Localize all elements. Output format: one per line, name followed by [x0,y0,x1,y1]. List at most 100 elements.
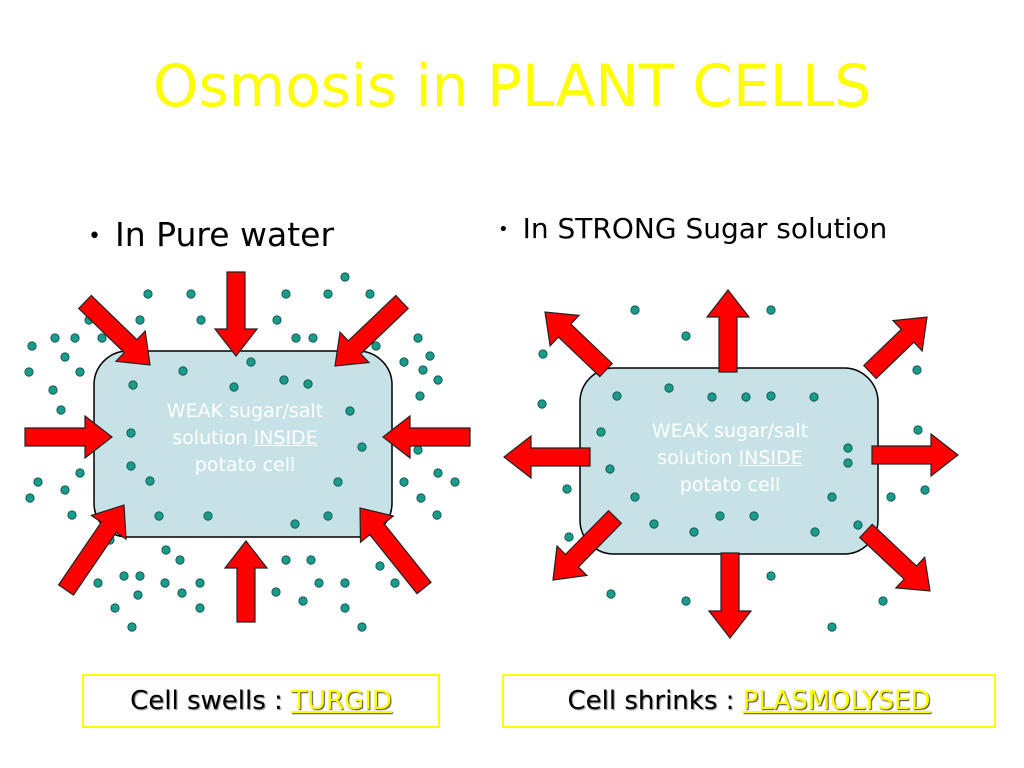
cell-label-line2: solution INSIDE [657,447,803,469]
water-molecule-icon [306,555,316,565]
water-molecule-icon [160,578,170,588]
red-block-arrow-icon [77,294,151,366]
water-molecule-icon [827,492,837,502]
water-molecule-icon [133,590,143,600]
water-molecule-icon [70,333,80,343]
water-molecule-icon [630,492,640,502]
water-molecule-icon [60,352,70,362]
water-molecule-icon [741,392,751,402]
red-block-arrow-icon [862,316,928,380]
water-molecule-icon [195,603,205,613]
red-block-arrow-icon [57,504,127,596]
water-molecule-icon [175,555,185,565]
water-molecule-icon [416,493,426,503]
water-molecule-icon [110,603,120,613]
water-molecule-icon [371,341,381,351]
red-block-arrow-icon [707,552,753,639]
water-molecule-icon [126,428,136,438]
water-molecule-icon [281,289,291,299]
water-molecule-icon [291,333,301,343]
water-molecule-icon [345,406,355,416]
water-molecule-icon [145,476,155,486]
water-molecule-icon [340,603,350,613]
water-molecule-icon [203,511,213,521]
water-molecule-icon [340,578,350,588]
water-molecule-icon [27,341,37,351]
water-molecule-icon [246,357,256,367]
slide-title: Osmosis in PLANT CELLS [152,52,872,120]
water-molecule-icon [413,445,423,455]
inside-emphasis: INSIDE [738,447,803,469]
red-block-arrow-icon [503,434,591,480]
water-molecule-icon [178,366,188,376]
water-molecule-icon [272,315,282,325]
caption-turgid: Cell swells : TURGID [82,674,440,728]
water-molecule-icon [186,289,196,299]
water-molecule-icon [605,464,615,474]
water-molecule-icon [564,532,574,542]
water-molecule-icon [853,520,863,530]
water-molecule-icon [323,511,333,521]
water-molecule-icon [664,383,674,393]
water-molecule-icon [196,315,206,325]
inside-emphasis: INSIDE [253,427,318,449]
bullet-dot-icon: • [498,219,509,240]
water-molecule-icon [135,571,145,581]
bullet-text: In Pure water [114,215,335,254]
water-molecule-icon [612,391,622,401]
water-molecule-icon [48,385,58,395]
water-molecule-icon [537,399,547,409]
water-molecule-icon [323,289,333,299]
water-molecule-icon [878,596,888,606]
caption-plasmolysed: Cell shrinks : PLASMOLYSED [502,674,996,728]
water-molecule-icon [60,485,70,495]
water-molecule-icon [562,484,572,494]
red-block-arrow-icon [334,294,410,367]
red-block-arrow-icon [359,507,432,595]
red-block-arrow-icon [544,311,614,378]
water-molecule-icon [25,493,35,503]
caption-prefix: Cell swells : [130,686,283,716]
water-molecule-icon [357,622,367,632]
water-molecule-icon [33,477,43,487]
water-molecule-icon [715,511,725,521]
bullet-strong-sugar: • In STRONG Sugar solution [498,215,887,243]
water-molecule-icon [596,427,606,437]
bullet-pure-water: •In Pure water [88,218,334,251]
water-molecule-icon [279,375,289,385]
right-cell-label: WEAK sugar/salt solution INSIDE potato c… [610,418,850,499]
water-molecule-icon [433,375,443,385]
red-block-arrow-icon [705,289,751,373]
water-molecule-icon [843,458,853,468]
water-molecule-icon [843,443,853,453]
water-molecule-icon [766,391,776,401]
red-block-arrow-icon [24,414,113,460]
water-molecule-icon [128,380,138,390]
water-molecule-icon [886,492,896,502]
water-molecule-icon [75,367,85,377]
cell-label-line3: potato cell [679,474,781,496]
water-molecule-icon [415,391,425,401]
water-molecule-icon [50,333,60,343]
water-molecule-icon [375,561,385,571]
water-molecule-icon [390,578,400,588]
water-molecule-icon [399,357,409,367]
water-molecule-icon [154,511,164,521]
water-molecule-icon [913,425,923,435]
water-molecule-icon [126,461,136,471]
water-molecule-icon [97,333,107,343]
water-molecule-icon [127,622,137,632]
water-molecule-icon [308,333,318,343]
bullet-text: In STRONG Sugar solution [522,212,888,245]
water-molecule-icon [298,596,308,606]
water-molecule-icon [333,477,343,487]
water-molecule-icon [538,349,548,359]
water-molecule-icon [827,622,837,632]
caption-result: PLASMOLYSED [742,686,931,716]
water-molecule-icon [766,571,776,581]
water-molecule-icon [143,289,153,299]
water-molecule-icon [606,589,616,599]
water-molecule-icon [340,272,350,282]
water-molecule-icon [357,442,367,452]
water-molecule-icon [749,511,759,521]
